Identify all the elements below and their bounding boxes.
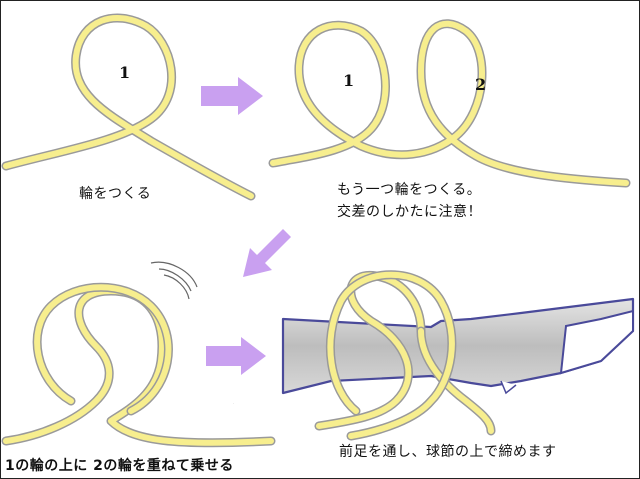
svg-text:.: . <box>233 401 234 405</box>
step2-rope <box>268 19 631 188</box>
step4-caption: 前足を通し、球節の上で締めます <box>339 444 557 460</box>
step2-caption-line2: 交差のしかたに注意！ <box>337 204 482 220</box>
step4-rope <box>314 270 496 441</box>
motion-lines-icon <box>150 261 198 300</box>
step3-rope <box>1 282 276 448</box>
loop-label-1: 1 <box>119 63 131 82</box>
arrow-right-icon <box>206 337 266 375</box>
step2-caption-line1: もう一つ輪をつくる。 <box>337 182 482 198</box>
loop-label-2: 2 <box>475 75 487 94</box>
horse-leg <box>281 297 635 395</box>
step1-rope <box>1 13 256 201</box>
loop-label-1: 1 <box>343 71 355 90</box>
arrow-right-icon <box>201 77 263 115</box>
arrow-down-left-icon <box>243 229 291 277</box>
step1-caption: 輪をつくる <box>79 186 152 202</box>
step3-caption: 1の輪の上に 2の輪を重ねて乗せる <box>5 458 234 474</box>
